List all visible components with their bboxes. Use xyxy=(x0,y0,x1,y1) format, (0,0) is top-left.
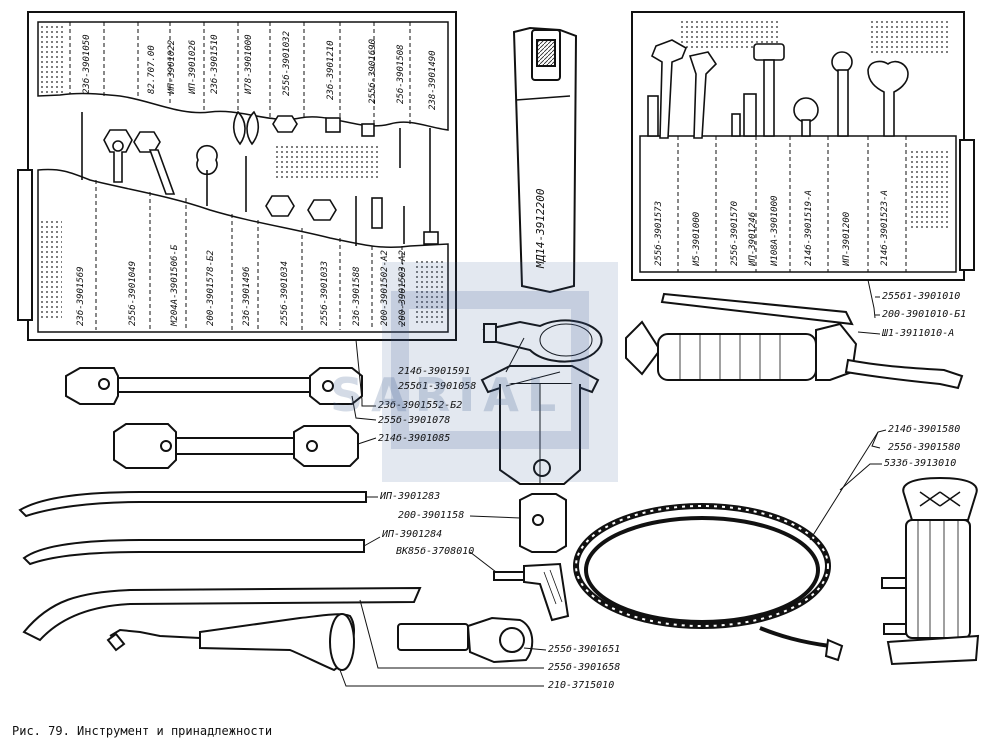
bulb-pump xyxy=(482,319,603,363)
part-label: 82.707.00 xyxy=(147,45,157,94)
watermark-logo xyxy=(382,262,618,482)
part-label: И5-3901000 xyxy=(692,211,702,266)
part-label: 238-3901490 xyxy=(428,50,438,110)
callout-label: 214б-3901591 xyxy=(398,366,471,377)
part-label: 23б-3901588 xyxy=(352,266,362,326)
coiled-hose xyxy=(573,503,844,662)
callout-label: 214б-3901580 xyxy=(888,424,961,435)
callout-label: ВК85б-3708010 xyxy=(396,546,475,557)
watermark-text: SARIAL xyxy=(330,368,565,422)
part-label: М204А-3901506-Б xyxy=(170,244,180,326)
callout-label: 210-3715010 xyxy=(548,680,615,691)
right-tool-roll xyxy=(631,11,975,281)
callout-label: 533б-3913010 xyxy=(884,458,957,469)
part-label: ИП-3901246 xyxy=(748,211,758,266)
part-label: И78-3901000 xyxy=(244,34,254,94)
part-label: 23б-3901496 xyxy=(242,266,252,326)
leader-lines xyxy=(339,279,887,687)
socket-wrench-body xyxy=(480,365,600,485)
hydraulic-jack xyxy=(881,476,980,666)
part-label: И108А-3901000 xyxy=(770,195,780,266)
part-label: 200-3901578-Б2 xyxy=(206,250,216,326)
part-label: 255б-3901033 xyxy=(320,260,330,326)
part-label: 214б-3901519-А xyxy=(804,190,814,266)
callout-label: 255б-3901651 xyxy=(548,644,621,655)
part-label: 23б-3901210 xyxy=(326,40,336,100)
part-label: 23б-3901050 xyxy=(82,34,92,94)
callout-label: 23б-3901552-Б2 xyxy=(378,400,463,411)
part-label: 25б-3901508 xyxy=(396,44,406,104)
gauge-sheath xyxy=(512,26,578,294)
part-label: 255б-3901034 xyxy=(280,260,290,326)
part-label: 200-3901503-А2 xyxy=(398,250,408,326)
part-label: 255б-3901570 xyxy=(730,200,740,266)
callout-label: 200-3901010-Б1 xyxy=(882,309,967,320)
callout-label: ИП-3901283 xyxy=(380,491,441,502)
grease-gun xyxy=(625,292,964,390)
callout-label: 255б1-3901058 xyxy=(398,381,477,392)
figure-caption: Рис. 79. Инструмент и принадлежности xyxy=(12,724,273,738)
part-label: 255б-3901690 xyxy=(368,38,378,104)
callout-label: 255б-3901658 xyxy=(548,662,621,673)
part-label: ИП-3901022 xyxy=(167,39,177,94)
part-label: ИП-3901026 xyxy=(188,39,198,94)
part-label: 255б-3901049 xyxy=(128,260,138,326)
jack-handle xyxy=(397,616,534,664)
part-label: 23б-3901510 xyxy=(210,34,220,94)
callout-label: Ш1-3911010-А xyxy=(882,328,955,339)
part-label: 255б-3901573 xyxy=(654,200,664,266)
callout-label: 255б1-3901010 xyxy=(882,291,961,302)
callout-label: 255б-3901078 xyxy=(378,415,451,426)
part-label: ИП-3901200 xyxy=(842,211,852,266)
pry-bar-2 xyxy=(22,539,365,566)
part-label: 214б-3901523-А xyxy=(880,190,890,266)
part-label: 255б-3901032 xyxy=(282,30,292,96)
callout-label: ИП-3901284 xyxy=(382,529,443,540)
funnel-hose xyxy=(106,613,355,672)
pry-bar-1 xyxy=(18,491,367,518)
callout-label: 255б-3901580 xyxy=(888,442,961,453)
callout-label: 214б-3901085 xyxy=(378,433,451,444)
wheel-wrench-short xyxy=(113,423,359,469)
left-tool-roll xyxy=(17,11,457,341)
part-label: 200-3901502-А2 xyxy=(380,250,390,326)
part-label: 23б-3901569 xyxy=(76,266,86,326)
sheath-label: МД14-3912200 xyxy=(534,188,547,268)
tire-lever xyxy=(22,586,422,642)
inspection-lamp xyxy=(493,562,570,622)
wheel-wrench-long xyxy=(65,367,363,405)
hex-nut xyxy=(519,493,567,553)
callout-label: 200-3901158 xyxy=(398,510,465,521)
